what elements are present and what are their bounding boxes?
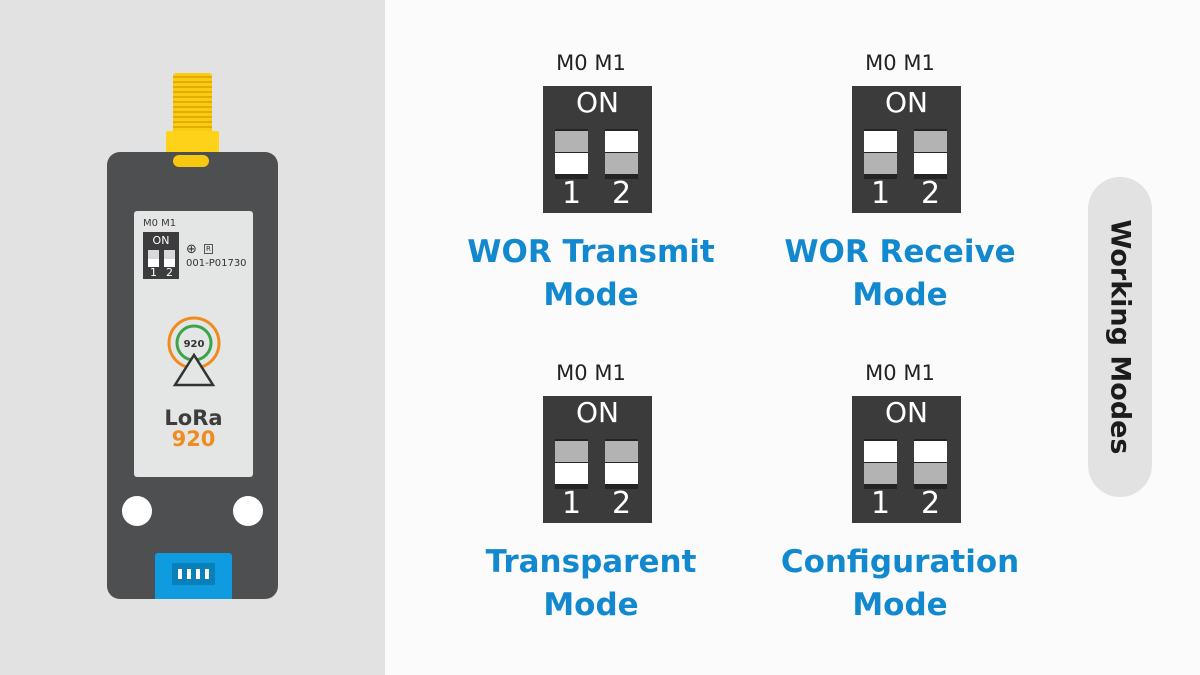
mode-title-line-1: Configuration [780,544,1020,580]
switch-m1 [914,439,947,489]
mode-wor-receive: M0 M1 ON 1 2 WOR Receive Mode [740,0,1060,313]
brand-label: LoRa [164,406,223,430]
mini-switch-num-2: 2 [166,266,173,279]
switch-on-label: ON [576,396,619,429]
mini-switch-on-label: ON [152,234,170,247]
certification-mark-icon: ⊕ [186,242,197,257]
switch-num-1: 1 [871,486,891,521]
switch-on-label: ON [885,86,928,119]
switch-num-2: 2 [612,486,632,521]
switch-num-2: 2 [612,176,632,211]
certification-id: 001-P01730 [186,258,247,269]
mode-title-line-2: Mode [543,587,639,623]
status-led [173,155,209,167]
mounting-hole [233,496,263,526]
mode-title-line-1: Transparent [485,544,697,580]
mini-switch-num-1: 1 [150,266,157,279]
dip-switch: ON 1 2 [852,86,961,213]
mode-title-line-1: WOR Receive [784,234,1016,270]
antenna-connector [173,73,212,139]
switch-header: M0 M1 [865,361,935,385]
switch-header: M0 M1 [556,361,626,385]
grove-connector [155,553,232,599]
switch-num-2: 2 [921,176,941,211]
switch-header: M0 M1 [556,51,626,75]
mounting-hole [122,496,152,526]
signal-tower-icon: 920 [167,316,221,387]
mini-switch-header: M0 M1 [143,218,177,229]
switch-num-1: 1 [562,176,582,211]
working-modes-tab: Working Modes [1088,177,1152,497]
mini-dip-switch: ON 1 2 [143,232,179,279]
switch-m0 [864,439,897,489]
module-label: M0 M1 ON 1 2 ⊕ R 001-P01730 920 [134,211,253,477]
switch-m1 [605,129,638,179]
mode-title: Configuration Mode [740,541,1060,627]
switch-m1 [914,129,947,179]
switch-num-1: 1 [871,176,891,211]
certification-r-icon: R [204,244,213,254]
badge-frequency: 920 [184,339,205,350]
switch-num-1: 1 [562,486,582,521]
dip-switch: ON 1 2 [852,396,961,523]
switch-m1 [605,439,638,489]
switch-m0 [864,129,897,179]
dip-switch: ON 1 2 [543,396,652,523]
frequency-label: 920 [171,427,216,451]
switch-m0 [555,129,588,179]
switch-on-label: ON [576,86,619,119]
mode-title: WOR Transmit Mode [431,231,751,317]
modes-panel [385,0,1200,675]
working-modes-title: Working Modes [1104,219,1136,455]
mode-title: Transparent Mode [431,541,751,627]
mode-title: WOR Receive Mode [740,231,1060,317]
mode-title-line-2: Mode [852,277,948,313]
mini-switch-m0 [148,250,159,267]
dip-switch: ON 1 2 [543,86,652,213]
mini-switch-m1 [164,250,175,267]
switch-m0 [555,439,588,489]
mode-title-line-2: Mode [852,587,948,623]
mode-wor-transmit: M0 M1 ON 1 2 WOR Transmit Mode [431,0,751,313]
switch-on-label: ON [885,396,928,429]
switch-header: M0 M1 [865,51,935,75]
mode-title-line-2: Mode [543,277,639,313]
device-panel: M0 M1 ON 1 2 ⊕ R 001-P01730 920 [0,0,385,675]
lora-module: M0 M1 ON 1 2 ⊕ R 001-P01730 920 [107,73,278,599]
mode-title-line-1: WOR Transmit [467,234,715,270]
mode-configuration: M0 M1 ON 1 2 Configuration Mode [740,310,1060,623]
mode-transparent: M0 M1 ON 1 2 Transparent Mode [431,310,751,623]
switch-num-2: 2 [921,486,941,521]
antenna-base [166,131,219,153]
